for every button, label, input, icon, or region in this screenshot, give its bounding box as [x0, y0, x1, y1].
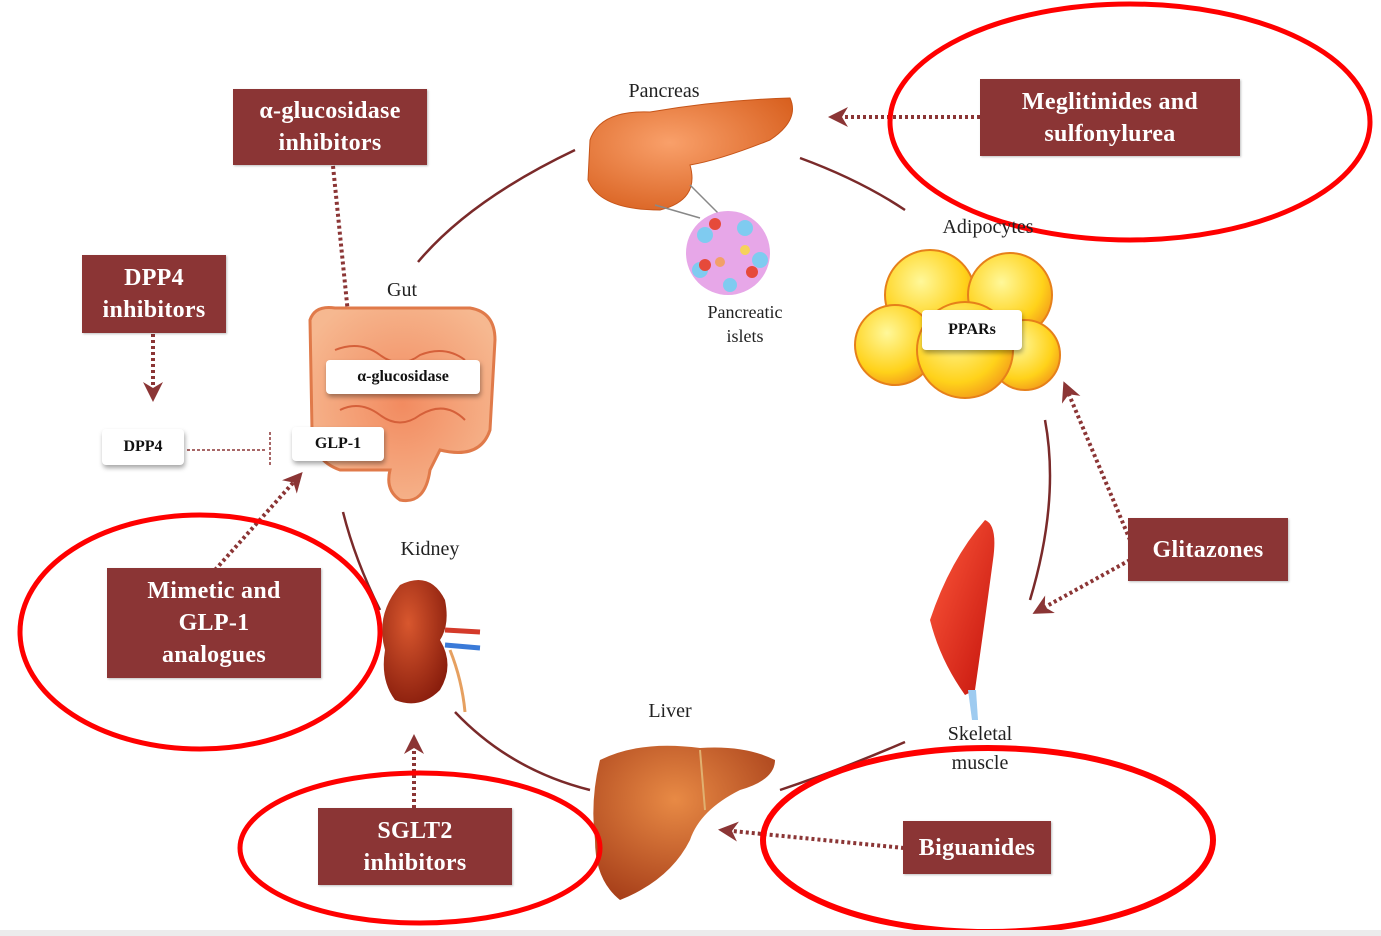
drug-biguanides: Biguanides — [903, 821, 1051, 874]
target-glp1: GLP-1 — [292, 427, 384, 461]
skeletal-muscle-illustration — [930, 520, 995, 720]
drug-dpp4-inhibitors-line2: inhibitors — [102, 297, 206, 323]
connector-gut-pancreas — [417, 148, 576, 263]
label-kidney: Kidney — [400, 538, 460, 560]
connector-liver-kidney — [454, 711, 591, 792]
target-dpp4: DPP4 — [102, 429, 184, 465]
highlight-ellipses — [17, 1, 1373, 935]
label-liver: Liver — [648, 700, 692, 722]
drug-mimetic-line1: Mimetic and — [147, 578, 281, 604]
label-pancreatic-islets-line2: islets — [726, 326, 764, 346]
label-pancreas: Pancreas — [628, 80, 700, 102]
drug-arrows — [143, 107, 1132, 850]
gut-illustration — [308, 306, 497, 503]
connector-pancreas-adipocytes — [799, 156, 906, 212]
highlight-meglitinides — [887, 1, 1373, 243]
connector-adipocytes-muscle — [1028, 419, 1052, 601]
drug-sglt2-line2: inhibitors — [363, 849, 467, 876]
drug-dpp4-inhibitors: DPP4 inhibitors — [82, 255, 226, 333]
drug-alpha-glucosidase-inhibitors: α-glucosidase inhibitors — [233, 89, 427, 165]
label-skeletal-muscle-line2: muscle — [951, 752, 1009, 774]
bottom-bar — [0, 930, 1381, 936]
label-adipocytes: Adipocytes — [942, 216, 1034, 238]
drug-dpp4-inhibitors-line1: DPP4 — [124, 265, 184, 291]
drug-biguanides-line1: Biguanides — [918, 834, 1036, 861]
drug-glitazones-line1: Glitazones — [1152, 536, 1264, 563]
label-gut: Gut — [387, 279, 417, 301]
pancreas-illustration — [587, 97, 793, 219]
highlight-sglt2 — [237, 770, 603, 926]
arrow-biguanides — [718, 821, 905, 850]
drug-sglt2-inhibitors: SGLT2 inhibitors — [318, 808, 512, 885]
drug-mimetic-line3: analogues — [161, 642, 267, 668]
drug-mimetic-glp1-analogues: Mimetic and GLP-1 analogues — [107, 568, 321, 678]
label-skeletal-muscle-line1: Skeletal — [947, 723, 1013, 745]
dpp4-glp1-inhibition — [187, 432, 271, 466]
drug-alpha-glucosidase-inhibitors-line2: inhibitors — [278, 130, 382, 156]
drug-glitazones: Glitazones — [1128, 518, 1288, 581]
connector-kidney-gut — [341, 511, 382, 611]
connector-muscle-liver — [779, 740, 906, 792]
drug-meglitinides-sulfonylurea: Meglitinides and sulfonylurea — [980, 79, 1240, 156]
arrow-alpha-glucosidase-inhibitors — [331, 165, 359, 337]
target-ppars: PPARs — [922, 310, 1022, 350]
drug-alpha-glucosidase-inhibitors-line1: α-glucosidase — [259, 98, 401, 124]
arrow-glitazones-muscle — [1032, 558, 1131, 614]
kidney-illustration — [382, 580, 481, 713]
pancreatic-islets-illustration — [686, 211, 770, 295]
arrow-glitazones-adipocytes — [1061, 381, 1132, 541]
label-pancreatic-islets-line1: Pancreatic — [707, 302, 783, 322]
highlight-mimetic-glp1 — [17, 512, 383, 752]
drug-meglitinides-line1: Meglitinides and — [1021, 88, 1199, 115]
label-skeletal-muscle: Skeletal muscle — [925, 720, 1035, 778]
drug-mimetic-line2: GLP-1 — [178, 610, 250, 636]
drug-sglt2-line1: SGLT2 — [377, 817, 453, 844]
target-alpha-glucosidase: α-glucosidase — [326, 360, 480, 394]
drug-meglitinides-line2: sulfonylurea — [1044, 120, 1176, 147]
liver-illustration — [593, 745, 775, 900]
label-pancreatic-islets: Pancreatic islets — [690, 300, 800, 348]
